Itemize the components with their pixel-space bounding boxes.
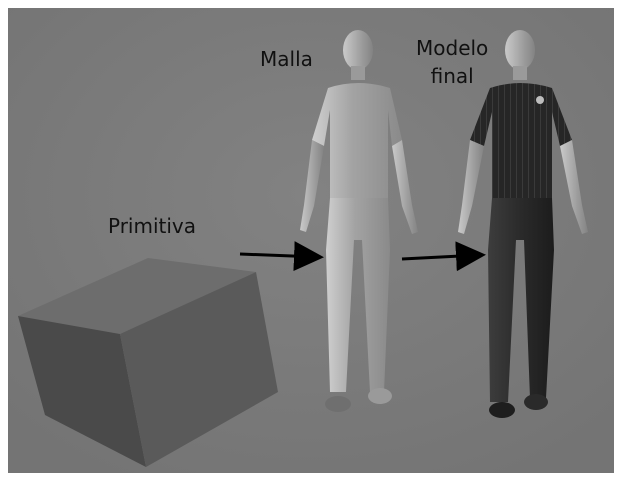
mesh-label: Malla [260,46,313,72]
final-model-label-line1: Modelo [416,34,488,62]
final-model-label: Modelo final [416,34,488,90]
final-model-label-line2: final [416,62,488,90]
primitive-label: Primitiva [108,213,196,239]
